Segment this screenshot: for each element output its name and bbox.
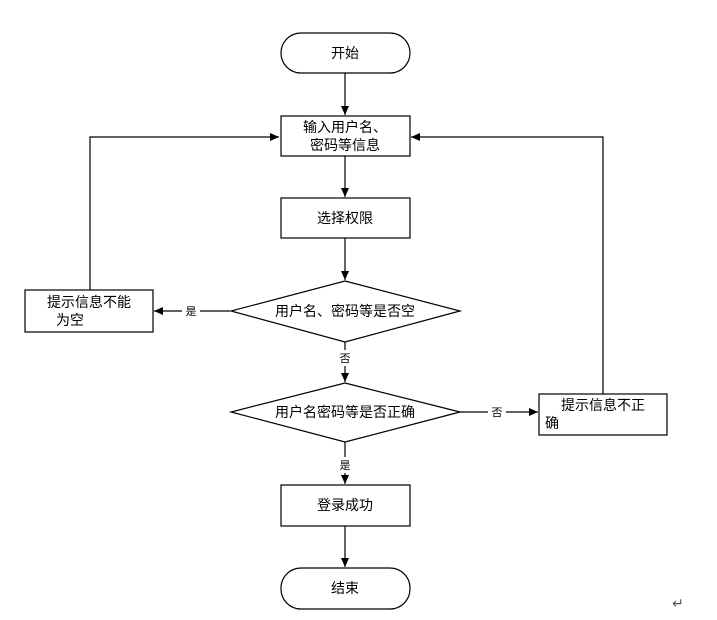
edge-label-bg bbox=[488, 404, 506, 420]
prompt-incorrect-label-line2: 确 bbox=[545, 416, 559, 432]
edge-label-bg bbox=[336, 350, 354, 366]
prompt-incorrect-label-line1: 提示信息不正 bbox=[561, 397, 645, 414]
input-credentials-box bbox=[280, 115, 411, 157]
login-success-label: 登录成功 bbox=[317, 498, 373, 514]
edge-label-empty-yes: 是 bbox=[186, 305, 197, 318]
prompt-empty-label-line2: 为空 bbox=[56, 313, 84, 329]
edge-label-bg bbox=[336, 457, 354, 473]
edge-prompt-incorrect-back-to-input bbox=[411, 133, 604, 394]
edge-prompt-empty-back-to-input bbox=[89, 133, 279, 290]
prompt-incorrect-box bbox=[538, 393, 668, 436]
login-success-box bbox=[280, 484, 411, 527]
edge-label-correct-yes: 是 bbox=[340, 459, 351, 472]
edge-label-correct-no: 否 bbox=[492, 406, 503, 419]
prompt-empty-label-line1: 提示信息不能 bbox=[47, 294, 131, 311]
paragraph-mark: ↵ bbox=[672, 596, 684, 612]
select-permission-box bbox=[280, 197, 411, 239]
end-terminal bbox=[280, 567, 411, 610]
edge-label-empty-no: 否 bbox=[340, 352, 351, 365]
check-empty-label: 用户名、密码等是否空 bbox=[275, 303, 415, 320]
input-credentials-label-line1: 输入用户名、 bbox=[303, 119, 387, 136]
check-empty-decision bbox=[228, 280, 463, 343]
start-terminal bbox=[280, 32, 411, 74]
start-label: 开始 bbox=[331, 46, 359, 62]
check-correct-decision bbox=[228, 382, 461, 443]
check-correct-label: 用户名密码等是否正确 bbox=[275, 404, 415, 421]
edge-label-bg bbox=[182, 303, 200, 319]
end-label: 结束 bbox=[331, 581, 359, 597]
prompt-empty-box bbox=[24, 289, 154, 333]
select-permission-label: 选择权限 bbox=[317, 211, 373, 227]
input-credentials-label-line2: 密码等信息 bbox=[310, 137, 380, 154]
